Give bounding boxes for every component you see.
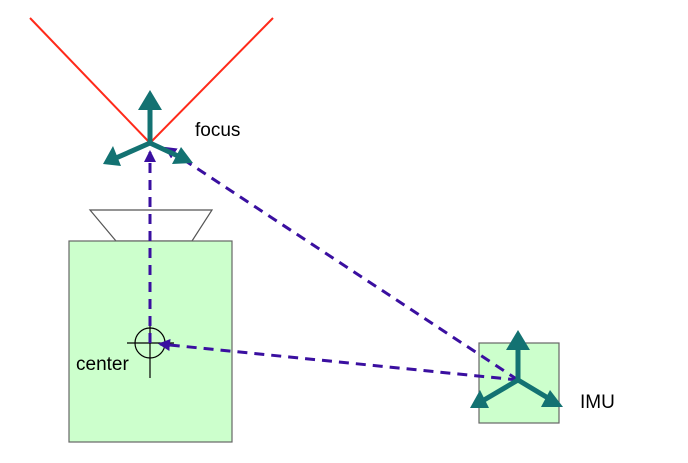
- imu-axes-icon: [470, 330, 563, 408]
- focus-axes-icon: [103, 90, 193, 166]
- focus-label: focus: [195, 120, 241, 141]
- transform-links: [144, 146, 519, 382]
- center-label: center: [76, 354, 129, 375]
- link-imu-to-center: [158, 339, 519, 382]
- imu-label: IMU: [580, 392, 615, 413]
- ray-left: [29, 17, 151, 144]
- mirror-rays: [29, 17, 274, 144]
- link-imu-to-focus: [164, 146, 519, 382]
- ray-right: [149, 17, 274, 144]
